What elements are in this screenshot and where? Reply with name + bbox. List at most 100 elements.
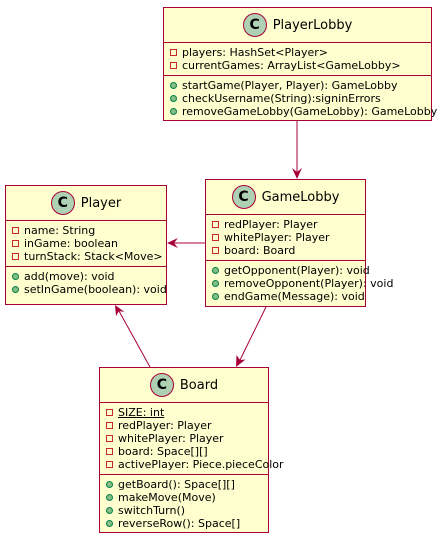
field-row: name: String <box>12 224 166 237</box>
edge-board-player <box>118 310 151 368</box>
arrowhead-board <box>236 355 246 367</box>
class-name: GameLobby <box>261 189 340 205</box>
field-row: board: Board <box>212 244 365 257</box>
method-row: removeOpponent(Player): void <box>212 277 393 290</box>
class-gamelobby[interactable]: C GameLobby redPlayer: Player whitePlaye… <box>205 179 393 307</box>
class-stereotype-icon: C <box>50 191 75 215</box>
public-visibility-icon <box>170 82 177 89</box>
field-text: board: Space[][] <box>118 445 208 458</box>
field-row: redPlayer: Player <box>212 218 365 231</box>
field-row: redPlayer: Player <box>106 419 268 432</box>
method-text: reverseRow(): Space[] <box>118 517 241 530</box>
method-row: add(move): void <box>12 270 166 283</box>
methods-section: add(move): void setInGame(boolean): void <box>6 266 167 299</box>
field-text: players: HashSet<Player> <box>182 46 328 59</box>
field-row: whitePlayer: Player <box>106 432 268 445</box>
private-visibility-icon <box>170 62 177 69</box>
private-visibility-icon <box>12 240 19 247</box>
field-row: activePlayer: Piece.pieceColor <box>106 458 284 471</box>
class-header: C Player <box>6 186 166 221</box>
method-row: startGame(Player, Player): GameLobby <box>170 79 431 92</box>
method-row: removeGameLobby(GameLobby): GameLobby <box>170 105 437 118</box>
method-text: removeOpponent(Player): void <box>224 277 394 290</box>
field-text: name: String <box>24 224 96 237</box>
method-text: getBoard(): Space[][] <box>118 478 235 491</box>
method-row: getBoard(): Space[][] <box>106 478 268 491</box>
class-name: Player <box>80 195 122 211</box>
public-visibility-icon <box>106 507 113 514</box>
method-text: setInGame(boolean): void <box>24 283 167 296</box>
private-visibility-icon <box>106 409 113 416</box>
public-visibility-icon <box>170 108 177 115</box>
method-row: getOpponent(Player): void <box>212 264 370 277</box>
edge-gamelobby-board <box>239 306 267 361</box>
field-text: redPlayer: Player <box>118 419 212 432</box>
public-visibility-icon <box>106 481 113 488</box>
method-text: makeMove(Move) <box>118 491 216 504</box>
private-visibility-icon <box>212 234 219 241</box>
method-row: endGame(Message): void <box>212 290 365 303</box>
field-row: players: HashSet<Player> <box>170 46 431 59</box>
fields-section: SIZE: int redPlayer: Player whitePlayer:… <box>100 403 284 474</box>
class-header: C PlayerLobby <box>164 8 431 43</box>
field-text: inGame: boolean <box>24 237 118 250</box>
static-field-text: SIZE: int <box>118 406 165 419</box>
arrowhead-player-from-board <box>115 305 125 316</box>
method-row: reverseRow(): Space[] <box>106 517 268 530</box>
methods-section: startGame(Player, Player): GameLobby che… <box>164 75 437 121</box>
class-stereotype-icon: C <box>242 13 267 37</box>
field-row: board: Space[][] <box>106 445 268 458</box>
public-visibility-icon <box>12 286 19 293</box>
private-visibility-icon <box>106 461 113 468</box>
field-row: SIZE: int <box>106 406 268 419</box>
class-name: PlayerLobby <box>272 17 353 33</box>
class-header: C GameLobby <box>206 180 365 215</box>
field-row: turnStack: Stack<Move> <box>12 250 166 263</box>
private-visibility-icon <box>106 448 113 455</box>
class-player[interactable]: C Player name: String inGame: boolean tu… <box>5 185 167 305</box>
arrowhead-gamelobby <box>292 168 302 179</box>
field-text: activePlayer: Piece.pieceColor <box>118 458 284 471</box>
field-text: currentGames: ArrayList<GameLobby> <box>182 59 401 72</box>
public-visibility-icon <box>212 267 219 274</box>
method-text: switchTurn() <box>118 504 186 517</box>
field-row: currentGames: ArrayList<GameLobby> <box>170 59 431 72</box>
method-text: checkUsername(String):signinErrors <box>182 92 381 105</box>
method-text: add(move): void <box>24 270 115 283</box>
method-row: checkUsername(String):signinErrors <box>170 92 431 105</box>
private-visibility-icon <box>212 221 219 228</box>
methods-section: getOpponent(Player): void removeOpponent… <box>206 260 393 306</box>
fields-section: players: HashSet<Player> currentGames: A… <box>164 43 431 75</box>
field-text: redPlayer: Player <box>224 218 318 231</box>
arrowhead-player-from-gamelobby <box>167 238 178 248</box>
field-row: inGame: boolean <box>12 237 166 250</box>
private-visibility-icon <box>106 422 113 429</box>
method-row: makeMove(Move) <box>106 491 268 504</box>
field-text: board: Board <box>224 244 296 257</box>
public-visibility-icon <box>212 293 219 300</box>
methods-section: getBoard(): Space[][] makeMove(Move) swi… <box>100 474 268 533</box>
public-visibility-icon <box>106 494 113 501</box>
method-row: setInGame(boolean): void <box>12 283 167 296</box>
method-text: getOpponent(Player): void <box>224 264 370 277</box>
method-text: removeGameLobby(GameLobby): GameLobby <box>182 105 438 118</box>
class-playerlobby[interactable]: C PlayerLobby players: HashSet<Player> c… <box>163 7 437 121</box>
private-visibility-icon <box>12 253 19 260</box>
method-text: endGame(Message): void <box>224 290 365 303</box>
private-visibility-icon <box>12 227 19 234</box>
class-stereotype-icon: C <box>149 373 174 397</box>
private-visibility-icon <box>170 49 177 56</box>
field-text: turnStack: Stack<Move> <box>24 250 163 263</box>
fields-section: name: String inGame: boolean turnStack: … <box>6 221 166 266</box>
public-visibility-icon <box>12 273 19 280</box>
public-visibility-icon <box>106 520 113 527</box>
method-row: switchTurn() <box>106 504 268 517</box>
class-board[interactable]: C Board SIZE: int redPlayer: Player whit… <box>99 367 284 533</box>
class-name: Board <box>179 377 219 393</box>
public-visibility-icon <box>212 280 219 287</box>
field-row: whitePlayer: Player <box>212 231 365 244</box>
private-visibility-icon <box>212 247 219 254</box>
class-stereotype-icon: C <box>231 185 256 209</box>
